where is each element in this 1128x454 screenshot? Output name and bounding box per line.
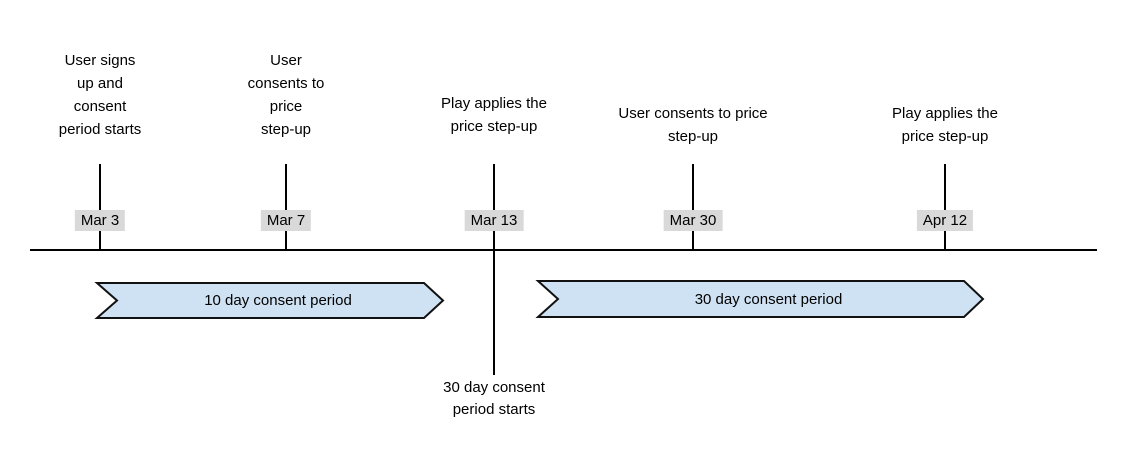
date-badge-mar-7: Mar 7 bbox=[260, 210, 312, 231]
event-label-second-stepup: Play applies the price step-up bbox=[892, 105, 998, 145]
event-label-first-consent: User consents to price step-up bbox=[247, 52, 325, 138]
period-label-30-day: 30 day consent period bbox=[694, 290, 843, 308]
event-label-second-consent: User consents to price step-up bbox=[618, 105, 768, 145]
date-badge-apr-12: Apr 12 bbox=[916, 210, 974, 231]
consent-period-arrow-30-day bbox=[535, 280, 985, 318]
date-badge-mar-13: Mar 13 bbox=[464, 210, 524, 231]
date-badge-mar-30: Mar 30 bbox=[663, 210, 723, 231]
date-badge-mar-3: Mar 3 bbox=[74, 210, 126, 231]
consent-period-arrow-10-day bbox=[94, 282, 445, 319]
annotation-30-day-start: 30 day consent period starts bbox=[443, 379, 545, 418]
event-label-signup: User signs up and consent period starts bbox=[58, 52, 142, 138]
period-label-10-day: 10 day consent period bbox=[204, 292, 352, 309]
event-label-first-stepup: Play applies the price step-up bbox=[441, 95, 547, 135]
